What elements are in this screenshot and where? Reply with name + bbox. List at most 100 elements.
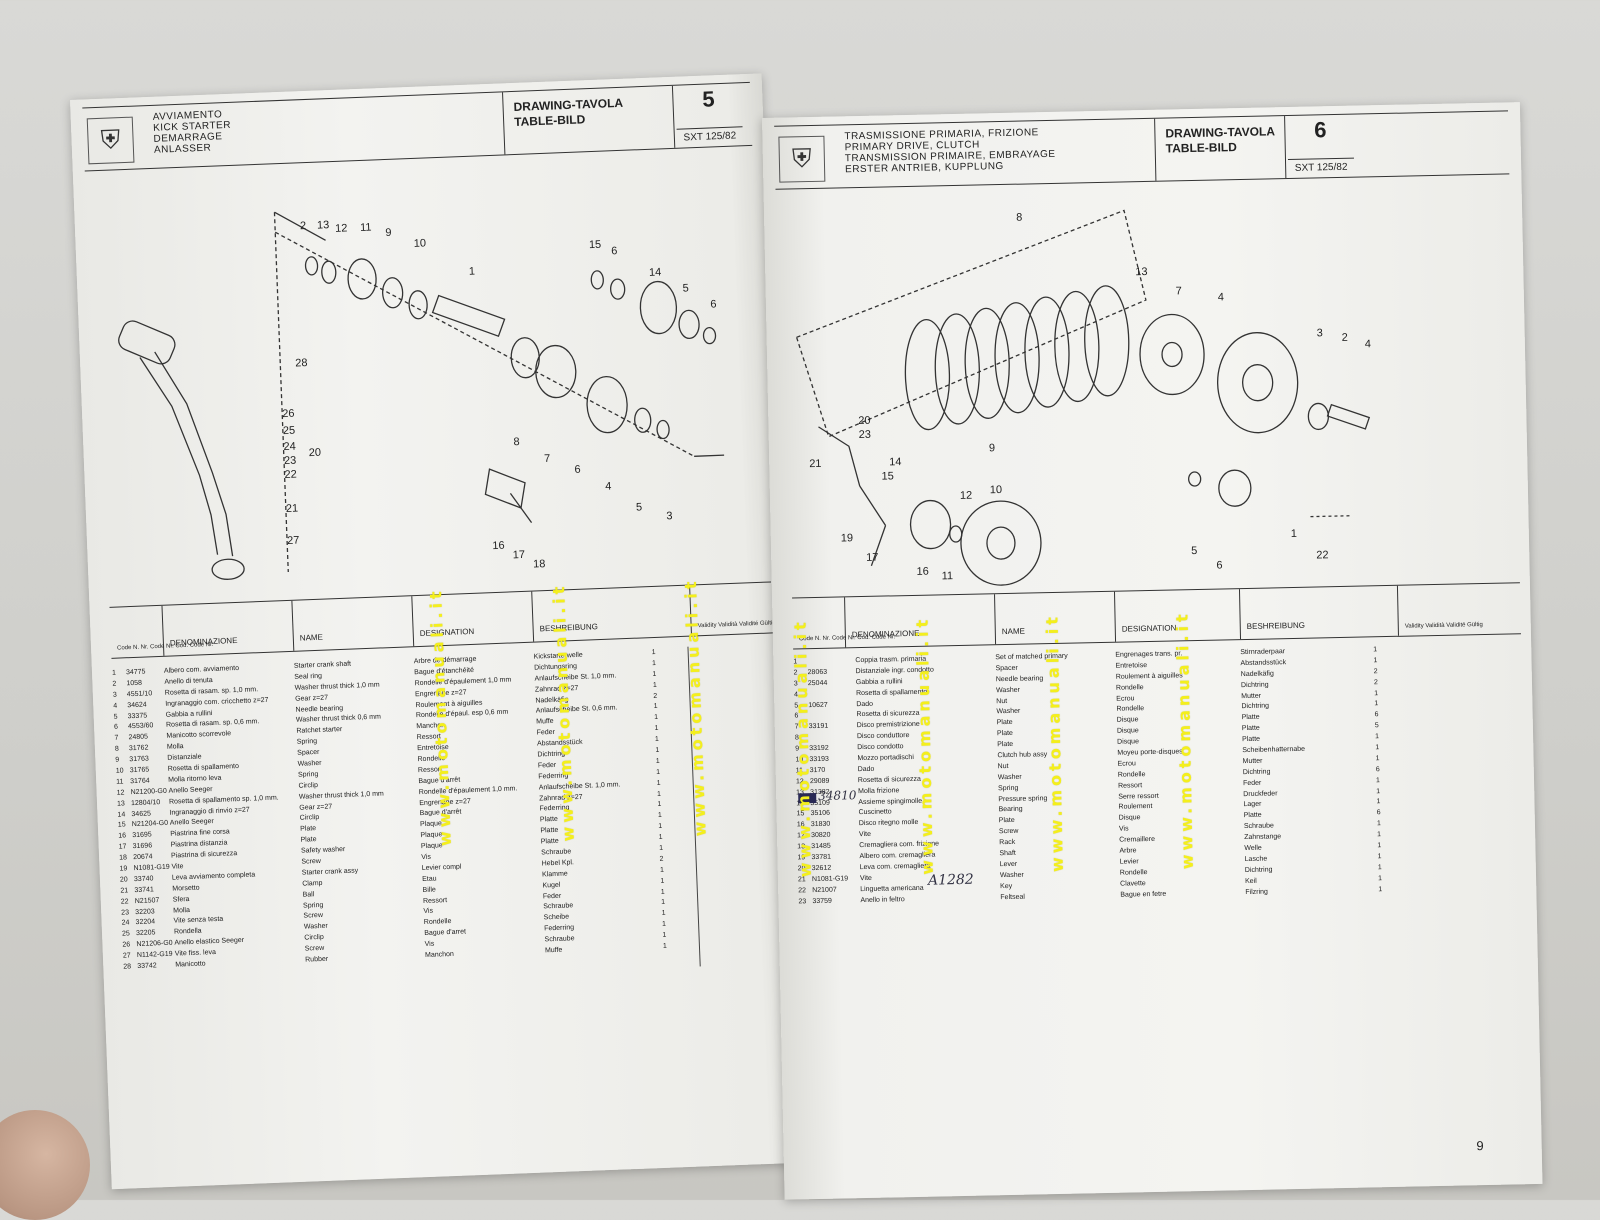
cell-validity: 1 [658, 823, 663, 831]
cell-name: Spring [297, 770, 319, 779]
cell-designation: Etau [422, 875, 437, 883]
cell-code: 31765 [129, 766, 150, 775]
cell-beschreibung: Dichtring [1240, 681, 1269, 689]
left-drawing-number: 5 [701, 86, 716, 112]
svg-text:20: 20 [858, 415, 870, 427]
cell-denominazione: Anello in feltro [860, 895, 905, 904]
cell-validity: 1 [652, 670, 657, 678]
cell-denominazione: Manicotto [175, 960, 206, 969]
cell-code: 31763 [129, 755, 149, 764]
cell-validity: 1 [1377, 863, 1382, 872]
cell-validity: 1 [1373, 657, 1378, 665]
cell-beschreibung: Filzring [1245, 888, 1268, 896]
left-col-denominazione: DENOMINAZIONE [161, 600, 295, 656]
cell-index: 28 [123, 963, 132, 971]
cell-index: 15 [117, 821, 126, 830]
cell-beschreibung: Lasche [1244, 855, 1268, 863]
cell-name: Rack [999, 838, 1016, 847]
svg-text:8: 8 [513, 436, 520, 448]
svg-text:9: 9 [989, 442, 995, 454]
cell-name: Plate [998, 817, 1015, 825]
svg-text:7: 7 [1176, 285, 1182, 297]
cell-designation: Vis [424, 940, 435, 949]
cell-beschreibung: Platte [540, 827, 559, 835]
cell-index: 7 [114, 734, 119, 743]
cell-validity: 1 [657, 801, 662, 809]
cell-index: 27 [122, 952, 131, 960]
cell-code: 31764 [130, 777, 150, 786]
svg-text:7: 7 [544, 453, 551, 465]
cell-index: 22 [798, 886, 807, 895]
cell-validity: 1 [654, 735, 660, 744]
svg-text:23: 23 [284, 455, 297, 467]
svg-text:5: 5 [636, 501, 643, 513]
cell-designation: Vis [421, 853, 432, 862]
svg-text:22: 22 [1316, 549, 1328, 561]
cell-beschreibung: Mutter [1241, 692, 1262, 700]
cell-validity: 5 [1374, 722, 1379, 730]
right-col-beschreibung: BESHREIBUNG [1238, 586, 1366, 640]
cell-validity: 1 [656, 768, 661, 776]
cell-validity: 1 [661, 920, 667, 929]
svg-text:10: 10 [414, 237, 427, 249]
cell-validity: 6 [1376, 809, 1381, 817]
svg-text:6: 6 [611, 245, 618, 257]
cell-validity: 1 [657, 812, 662, 820]
cell-index: 8 [114, 745, 120, 753]
svg-text:21: 21 [809, 458, 821, 470]
cell-index: 23 [121, 908, 130, 917]
cell-designation: Rondelle [1115, 683, 1144, 692]
cell-code: 24805 [128, 733, 149, 742]
cell-validity: 1 [1375, 776, 1380, 784]
cell-validity: 6 [1375, 766, 1380, 774]
cell-beschreibung: Lager [1243, 801, 1262, 809]
cell-index: 16 [118, 832, 127, 841]
cell-index: 6 [113, 724, 119, 732]
cell-code: 32204 [135, 918, 156, 927]
cell-index: 2 [112, 680, 117, 688]
cell-designation: Cremaillere [1119, 836, 1156, 844]
svg-text:25: 25 [283, 425, 296, 437]
cell-beschreibung: Muffe [536, 718, 554, 726]
cell-name: Feltseal [1000, 893, 1025, 901]
cell-beschreibung: Platte [539, 816, 559, 824]
cell-index: 25 [121, 930, 130, 938]
cell-index: 3 [112, 691, 117, 699]
svg-text:4: 4 [1365, 338, 1371, 350]
cell-index: 20 [119, 876, 128, 884]
cell-denominazione: Dado [857, 765, 875, 774]
cell-validity: 1 [661, 899, 666, 907]
svg-text:12: 12 [335, 222, 348, 234]
cell-beschreibung: Feder [536, 729, 556, 737]
cell-code: N1081-G19 [811, 875, 849, 883]
cell-name: Circlip [304, 934, 324, 942]
cell-index: 10 [115, 767, 124, 775]
cell-beschreibung: Welle [1244, 844, 1262, 853]
cell-name: Lever [999, 860, 1018, 869]
svg-text:23: 23 [859, 429, 871, 441]
cell-beschreibung: Zahnstange [1244, 833, 1282, 842]
svg-text:1: 1 [1291, 528, 1297, 540]
cell-denominazione: Sfera [172, 895, 190, 904]
left-drawing-label-line2: TABLE-BILD [513, 112, 586, 129]
cell-beschreibung: Feder [537, 761, 557, 770]
cell-validity: 1 [660, 888, 665, 896]
cell-denominazione: Vite [858, 831, 872, 839]
cell-validity: 1 [662, 931, 667, 940]
cell-validity: 1 [1377, 874, 1383, 882]
cell-validity: 1 [1377, 831, 1382, 839]
svg-text:28: 28 [295, 357, 308, 369]
cell-name: Screw [301, 857, 322, 866]
svg-text:20: 20 [309, 447, 322, 459]
svg-text:15: 15 [589, 239, 602, 251]
svg-text:9: 9 [385, 227, 392, 239]
cell-name: Washer [996, 708, 1021, 716]
cell-beschreibung: Platte [1241, 724, 1260, 733]
cell-validity: 1 [1374, 689, 1379, 697]
cell-name: Plate [996, 730, 1013, 738]
svg-text:3: 3 [666, 510, 673, 522]
cell-beschreibung: Nadelkäfig [1240, 670, 1274, 678]
cell-index: 12 [116, 789, 125, 797]
cell-validity: 1 [1375, 733, 1380, 741]
